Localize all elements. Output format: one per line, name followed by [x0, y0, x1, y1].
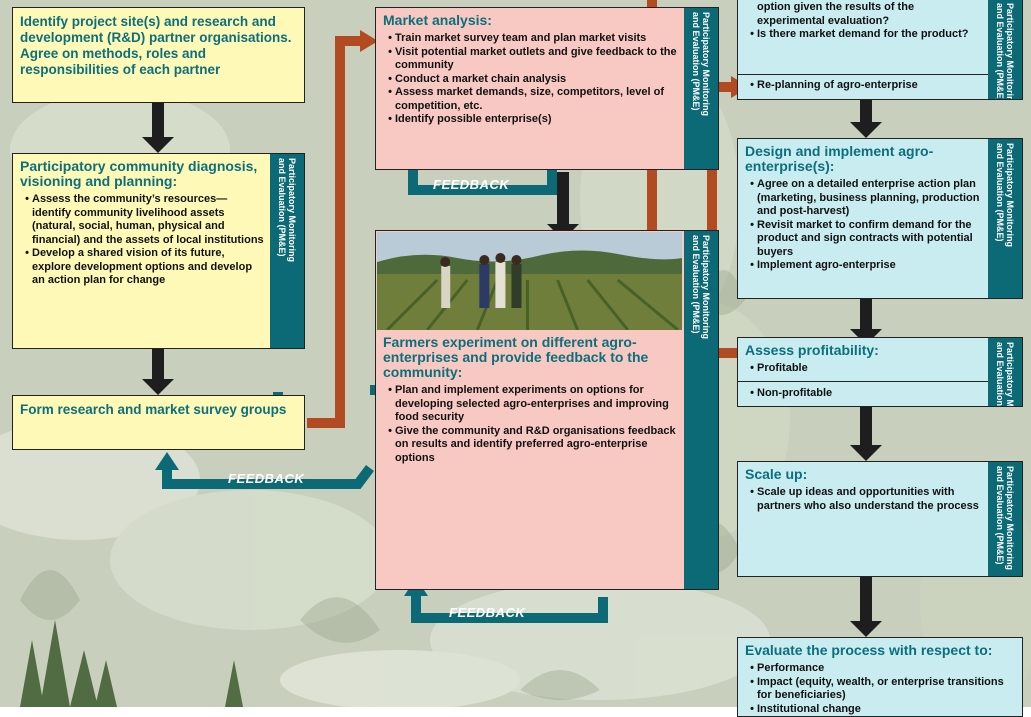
identify-partners-box: Identify project site(s) and research an… — [12, 7, 305, 103]
partial-text: option given the results of the experime… — [757, 1, 915, 27]
diagnosis-title: Participatory community diagnosis, visio… — [20, 158, 258, 189]
list-item: Performance — [757, 662, 1015, 676]
pme-tag: Participatory Monitoring and Evaluation … — [988, 0, 1022, 99]
field-photo — [377, 232, 682, 330]
list-item: Assess the community’s resources—identif… — [32, 193, 266, 247]
list-item: Develop a shared vision of its future, e… — [32, 247, 266, 288]
list-item: Is there market demand for the product? — [757, 28, 984, 42]
list-item: Conduct a market chain analysis — [395, 73, 680, 87]
down-arrows — [142, 100, 882, 637]
community-diagnosis-box: Participatory community diagnosis, visio… — [12, 153, 305, 349]
form-groups-title: Form research and market survey groups — [20, 402, 287, 417]
profitable-item: Profitable — [757, 362, 984, 376]
list-item: Assess market demands, size, competitors… — [395, 86, 680, 113]
form-groups-box: Form research and market survey groups — [12, 395, 305, 450]
list-item: Revisit market to confirm demand for the… — [757, 219, 984, 260]
feedback-label-left: FEEDBACK — [228, 471, 305, 486]
assess-profitability-box: Assess profitability: Profitable Non-pro… — [737, 337, 1023, 407]
identify-title: Identify project site(s) and research an… — [20, 14, 292, 77]
list-item: Train market survey team and plan market… — [395, 32, 680, 46]
list-item: Plan and implement experiments on option… — [395, 384, 680, 425]
evaluation-decision-box: option given the results of the experime… — [737, 0, 1023, 100]
scale-title: Scale up: — [745, 466, 808, 482]
list-item: Impact (equity, wealth, or enterprise tr… — [757, 676, 1015, 703]
list-item: Visit potential market outlets and give … — [395, 46, 680, 73]
pme-tag: Participatory Monitoring and Evaluation … — [988, 338, 1022, 406]
list-item: Agree on a detailed enterprise action pl… — [757, 178, 984, 219]
feedback-label-market: FEEDBACK — [433, 177, 510, 192]
feedback-label-farmers: FEEDBACK — [449, 605, 526, 620]
pme-tag: Participatory Monitoring and Evaluation … — [270, 154, 304, 348]
farmers-experiment-box: Farmers experiment on different agro-ent… — [375, 230, 719, 590]
design-title: Design and implement agro-enterprise(s): — [745, 143, 934, 174]
design-implement-box: Design and implement agro-enterprise(s):… — [737, 138, 1023, 299]
pme-tag: Participatory Monitoring and Evaluation … — [988, 462, 1022, 576]
list-item: Institutional change — [757, 703, 1015, 717]
market-title: Market analysis: — [383, 12, 492, 28]
list-item: Give the community and R&D organisations… — [395, 425, 680, 466]
farmers-title: Farmers experiment on different agro-ent… — [383, 334, 649, 380]
scale-up-box: Scale up: Scale up ideas and opportuniti… — [737, 461, 1023, 577]
evaluate-process-box: Evaluate the process with respect to: Pe… — [737, 637, 1023, 717]
pme-tag: Participatory Monitoring and Evaluation … — [988, 139, 1022, 298]
pme-tag: Participatory Monitoring and Evaluation … — [684, 8, 718, 169]
market-analysis-box: Market analysis: Train market survey tea… — [375, 7, 719, 170]
non-profitable-item: Non-profitable — [757, 387, 984, 401]
profit-title: Assess profitability: — [745, 342, 879, 358]
evaluate-title: Evaluate the process with respect to: — [745, 642, 993, 658]
list-item: Identify possible enterprise(s) — [395, 113, 680, 127]
list-item: Implement agro-enterprise — [757, 259, 984, 273]
pme-tag: Participatory Monitoring and Evaluation … — [684, 231, 718, 589]
list-item: Scale up ideas and opportunities with pa… — [757, 486, 984, 513]
farmer-figures — [440, 253, 522, 308]
replanning-item: Re-planning of agro-enterprise — [757, 79, 984, 93]
